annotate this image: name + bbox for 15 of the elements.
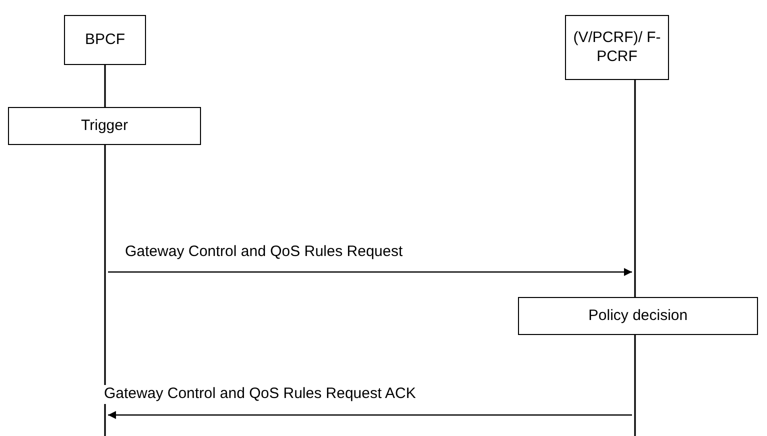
process-box xyxy=(518,297,758,335)
box-label: Policy decision xyxy=(588,306,688,326)
lifeline xyxy=(632,335,638,436)
message-arrow xyxy=(108,268,632,276)
process-box xyxy=(8,107,201,145)
process-box xyxy=(64,15,146,65)
box-label: Trigger xyxy=(81,116,128,136)
edge-label: Gateway Control and QoS Rules Request ACK xyxy=(104,385,416,404)
lifeline xyxy=(632,80,638,297)
lifeline xyxy=(104,65,106,107)
edge-label: Gateway Control and QoS Rules Request xyxy=(125,243,403,262)
message-arrow xyxy=(108,411,632,419)
box-label: BPCF xyxy=(84,30,125,50)
box-label: (V/PCRF)/ F-PCRF xyxy=(572,28,662,66)
process-box xyxy=(565,15,669,80)
